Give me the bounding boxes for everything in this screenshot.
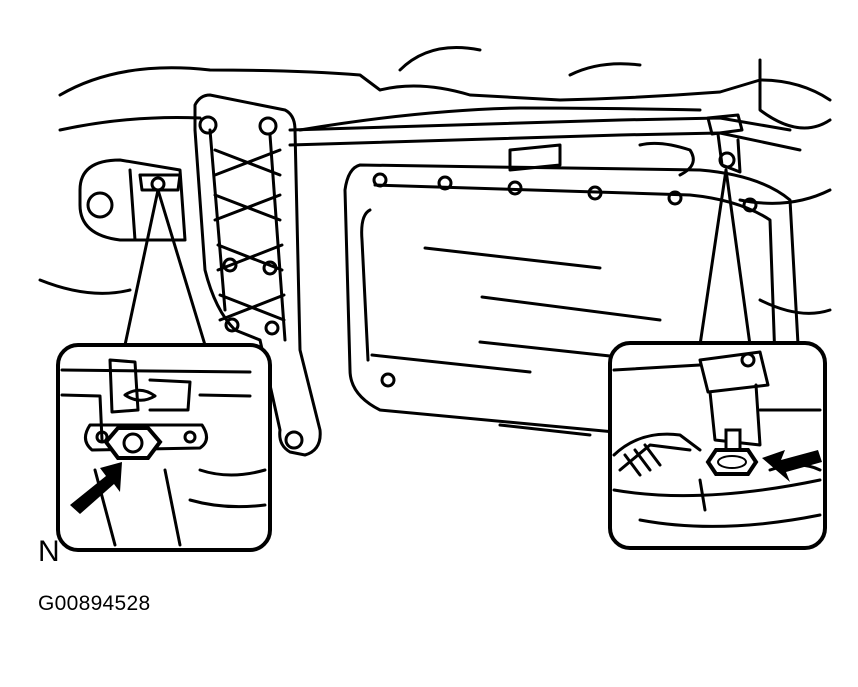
underbody-outline	[38, 46, 832, 315]
left-callout-leader	[123, 188, 207, 347]
callout-arrow-icon	[70, 462, 122, 514]
shift-cable-bracket	[706, 113, 744, 174]
crossmember	[193, 93, 322, 457]
figure-code: G00894528	[38, 592, 151, 615]
callout-arrow-icon	[762, 450, 822, 482]
view-letter: N	[38, 535, 60, 568]
nut-icon	[705, 428, 759, 476]
right-detail-callout	[608, 341, 827, 550]
transmission-mount	[78, 158, 187, 242]
right-callout-leader	[698, 168, 752, 347]
bolt-icon	[103, 426, 163, 460]
left-detail-callout	[56, 343, 272, 552]
